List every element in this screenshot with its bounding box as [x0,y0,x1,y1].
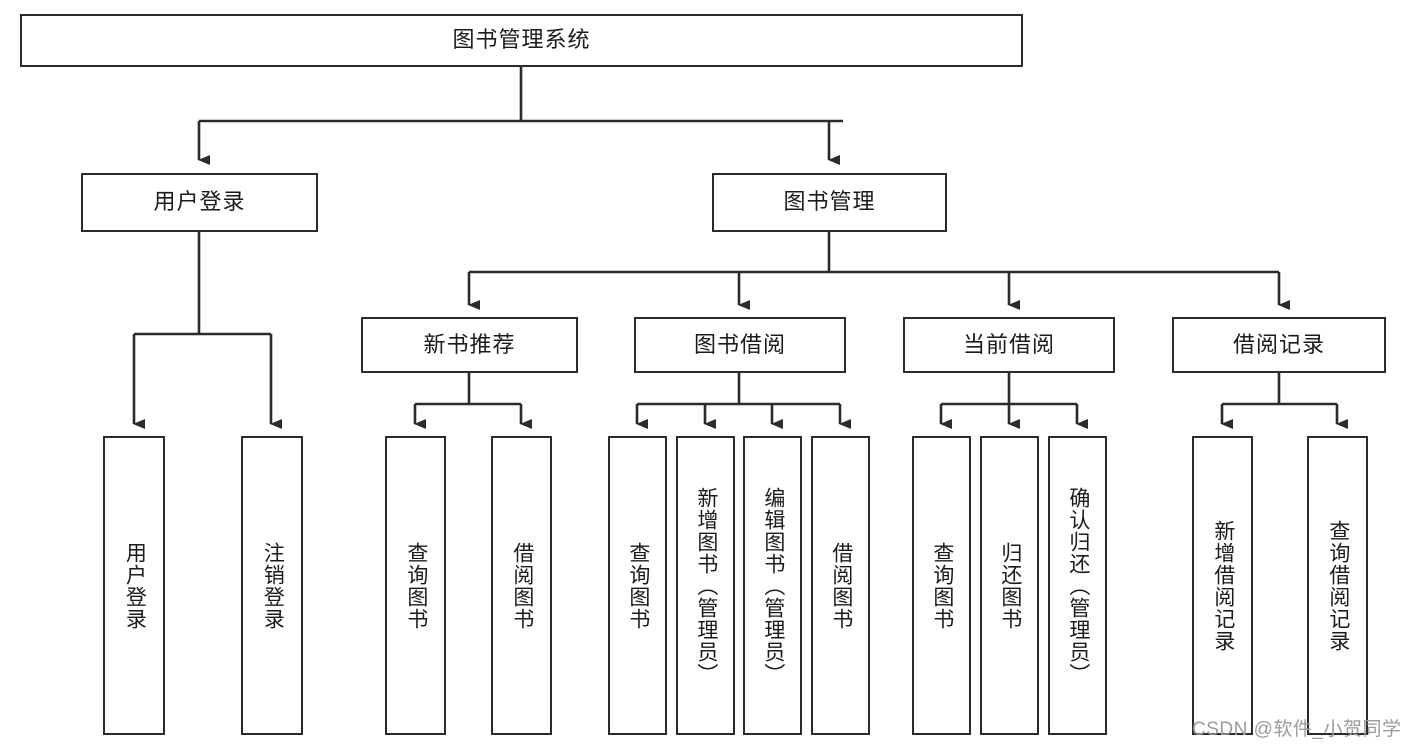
leaf-label: 确认归还（管理员） [1066,486,1090,685]
leaf-edit-book-admin[interactable]: 编辑图书（管理员） [743,436,802,735]
node-book-borrow[interactable]: 图书借阅 [634,317,846,373]
leaf-add-borrow-record[interactable]: 新增借阅记录 [1192,436,1253,735]
leaf-query-book-current[interactable]: 查询图书 [912,436,971,735]
leaf-label: 查询图书 [626,541,650,630]
leaf-logout[interactable]: 注销登录 [241,436,303,735]
node-user-login[interactable]: 用户登录 [81,173,318,232]
leaf-label: 查询图书 [404,541,428,630]
leaf-query-book-borrow[interactable]: 查询图书 [608,436,667,735]
leaf-label: 编辑图书（管理员） [761,486,785,685]
node-current-borrow[interactable]: 当前借阅 [903,317,1115,373]
leaf-label: 借阅图书 [829,541,853,630]
leaf-label: 归还图书 [998,541,1022,630]
leaf-label: 注销登录 [261,541,285,630]
leaf-user-login[interactable]: 用户登录 [103,436,165,735]
node-new-book-recommend[interactable]: 新书推荐 [361,317,578,373]
leaf-label: 新增图书（管理员） [694,486,718,685]
leaf-borrow-book[interactable]: 借阅图书 [811,436,870,735]
leaf-return-book[interactable]: 归还图书 [980,436,1039,735]
leaf-query-borrow-record[interactable]: 查询借阅记录 [1307,436,1368,735]
leaf-label: 用户登录 [123,541,147,630]
leaf-query-book-recommend[interactable]: 查询图书 [385,436,446,735]
leaf-label: 查询借阅记录 [1326,519,1350,652]
node-book-management[interactable]: 图书管理 [712,173,947,232]
watermark-text: CSDN @软件_小贺同学 [1192,719,1402,740]
leaf-add-book-admin[interactable]: 新增图书（管理员） [676,436,735,735]
node-root-library-system[interactable]: 图书管理系统 [20,14,1023,67]
node-borrow-record[interactable]: 借阅记录 [1172,317,1386,373]
leaf-label: 查询图书 [930,541,954,630]
leaf-confirm-return-admin[interactable]: 确认归还（管理员） [1048,436,1107,735]
leaf-label: 新增借阅记录 [1211,519,1235,652]
leaf-label: 借阅图书 [510,541,534,630]
leaf-borrow-book-recommend[interactable]: 借阅图书 [491,436,552,735]
